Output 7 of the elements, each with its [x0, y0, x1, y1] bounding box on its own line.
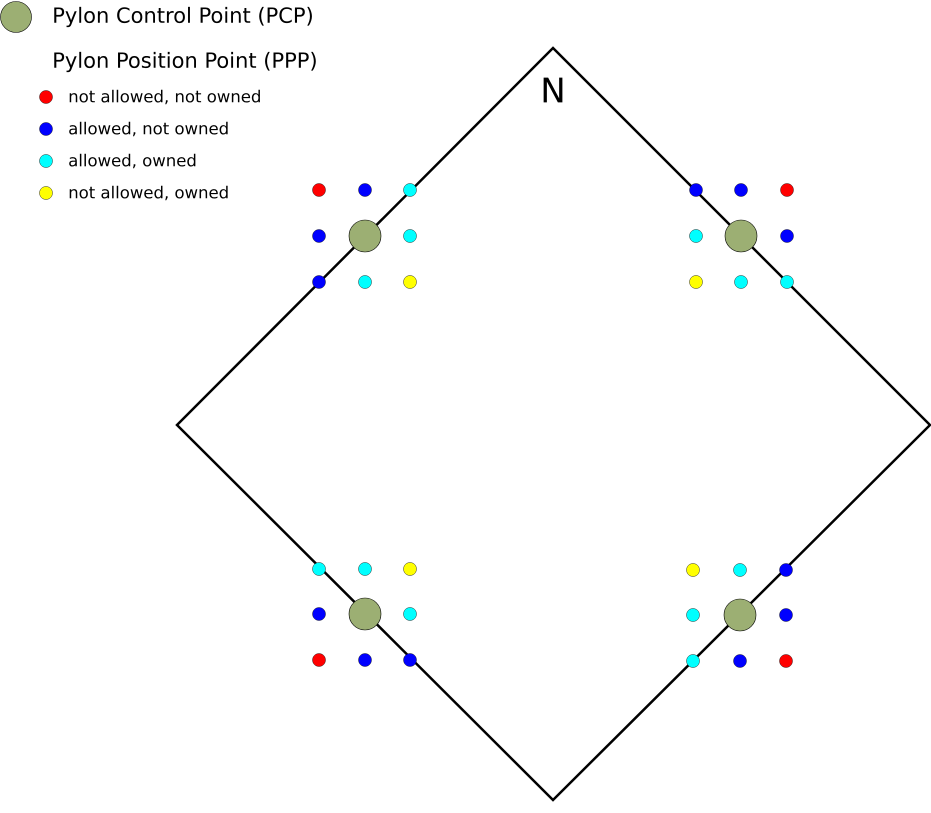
north-label: N: [544, 78, 562, 102]
legend-text: not allowed, owned: [70, 186, 228, 200]
legend-text: allowed, owned: [69, 154, 196, 168]
legend-text: Pylon Control Point (PCP): [54, 6, 312, 28]
legend-heading: Pylon Position Point (PPP): [54, 52, 316, 72]
legend-text: allowed, not owned: [69, 122, 228, 136]
legend-text: not allowed, not owned: [70, 90, 260, 104]
